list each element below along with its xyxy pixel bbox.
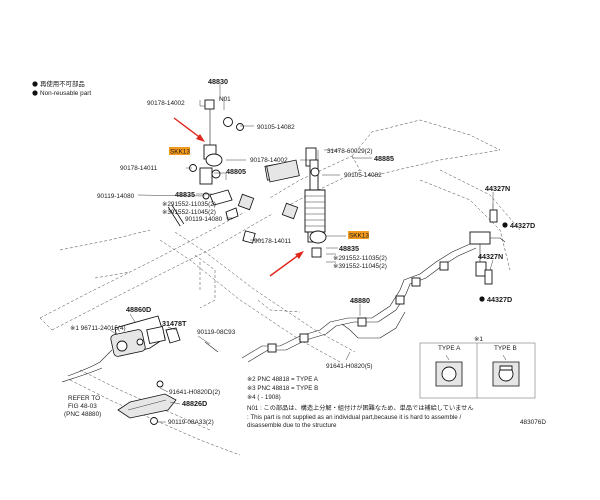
label-48885: 48885 xyxy=(374,154,394,163)
label-48835-upper: 48835 xyxy=(175,190,195,199)
label-skk13-upper: SKK13 xyxy=(170,149,190,156)
height-control-valve xyxy=(61,315,219,425)
non-reusable-dot-icon xyxy=(479,296,485,302)
label-refer-pnc: (PNC 48880) xyxy=(64,411,101,418)
label-90119-08c93: 90119-08C93 xyxy=(197,329,236,336)
label-44327n-top: 44327N xyxy=(485,184,510,193)
label-44327d-top: 44327D xyxy=(510,221,535,230)
label-31478: 31478-60029(2) xyxy=(327,148,372,155)
bushing-type-inset: ※1 TYPE A TYPE B xyxy=(419,336,536,399)
label-91552-11045-lower: ※391552-11045(2) xyxy=(333,263,387,270)
footnotes: ※2 PNC 48818 = TYPE A ※3 PNC 48818 = TYP… xyxy=(247,376,474,429)
note-line: ※4 ( - 1908) xyxy=(247,394,281,401)
callout-arrows xyxy=(173,117,304,277)
label-type-a: TYPE A xyxy=(438,345,461,352)
legend-non-reusable-jp: 再使用不可部品 xyxy=(40,79,85,88)
note-line: ※3 PNC 48818 = TYPE B xyxy=(247,385,318,392)
label-refer-fig: FIG 48-03 xyxy=(68,403,97,410)
figure-id: 483076D xyxy=(520,419,546,426)
stabilizer-link-upper xyxy=(203,99,244,167)
label-90119-14080-left: 90119-14080 xyxy=(97,193,135,200)
label-90119-14080-mid: 90119-14080 xyxy=(185,216,223,223)
label-91641-h0820d: 91641-H0820D(2) xyxy=(169,389,220,396)
label-skk13-lower: SKK13 xyxy=(349,233,369,240)
brake-line xyxy=(241,231,506,363)
label-91552-11035-upper: ※291552-11035(2) xyxy=(162,201,216,208)
note-line: disassemble due to the structure xyxy=(247,422,337,429)
label-90105-14082-top: 90105-14082 xyxy=(257,124,295,131)
label-48830: 48830 xyxy=(208,77,228,86)
label-n01: N01 xyxy=(219,96,231,103)
label-91552-11045-upper: ※391552-11045(2) xyxy=(162,209,216,216)
label-90119-08a33: 90119-08A33(2) xyxy=(168,419,214,426)
label-90178-14011-left: 90178-14011 xyxy=(120,165,158,172)
label-type-b: TYPE B xyxy=(494,345,517,352)
lower-link-bushing xyxy=(309,230,327,258)
label-90105-14082-mid: 90105-14082 xyxy=(344,172,382,179)
part-labels: 48830 90178-14002 N01 90105-14082 SKK13 … xyxy=(64,77,535,426)
label-90178-14002-top: 90178-14002 xyxy=(147,100,185,107)
label-asterisk1: ※1 xyxy=(474,336,483,343)
leader-lines xyxy=(109,84,494,423)
label-90178-14002-mid: 90178-14002 xyxy=(250,157,288,164)
non-reusable-dot-icon xyxy=(32,90,38,96)
highlight-box-lower xyxy=(348,231,369,239)
label-90178-14011-mid: 90178-14011 xyxy=(254,238,292,245)
note-line: N01 : この部品は、構造上分解・組付けが困難なため、単品では補給していません xyxy=(247,404,474,412)
note-line: ※2 PNC 48818 = TYPE A xyxy=(247,376,319,383)
legend: 再使用不可部品 Non-reusable part xyxy=(32,79,91,97)
label-48880: 48880 xyxy=(350,296,370,305)
label-31478t: 31478T xyxy=(162,319,187,328)
brake-fittings-right xyxy=(479,203,508,302)
label-91552-11035-lower: ※291552-11035(2) xyxy=(333,255,387,262)
label-44327d-bot: 44327D xyxy=(487,295,512,304)
label-48835-lower: 48835 xyxy=(339,244,359,253)
non-reusable-dot-icon xyxy=(502,222,508,228)
legend-non-reusable-en: Non-reusable part xyxy=(40,90,91,97)
highlight-box-upper xyxy=(169,147,190,155)
label-48805: 48805 xyxy=(226,167,246,176)
protector-plate xyxy=(117,393,177,419)
label-48826d: 48826D xyxy=(182,399,207,408)
label-44327n-bot: 44327N xyxy=(478,252,503,261)
label-96711: ※1 96711-24015(4) xyxy=(70,325,126,332)
label-refer-to: REFER TO xyxy=(68,395,100,402)
label-48860d: 48860D xyxy=(126,305,151,314)
note-line: : This part is not supplied as an indivi… xyxy=(247,414,461,421)
non-reusable-dot-icon xyxy=(32,81,38,87)
label-91641-h0820: 91641-H0820(5) xyxy=(326,363,373,370)
